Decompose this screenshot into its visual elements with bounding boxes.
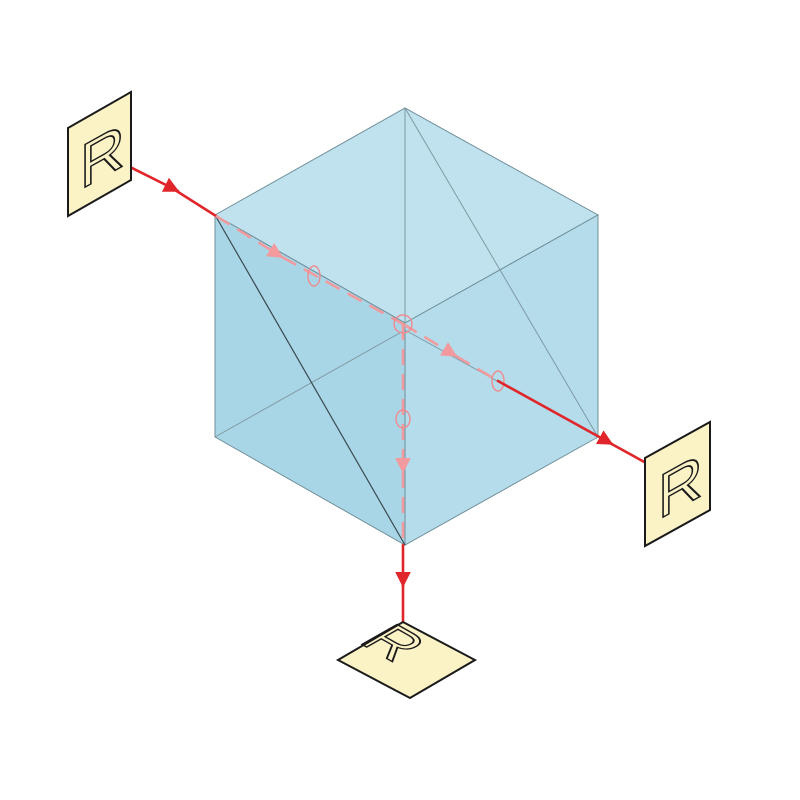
polarization-marker: [491, 370, 505, 392]
beamsplitter-cube: [213, 107, 600, 546]
incident-ray: [173, 188, 218, 218]
polarization-marker: [395, 409, 411, 429]
reflected-card: R: [335, 616, 478, 700]
input-card: R: [67, 90, 132, 218]
transmitted-ray: [496, 379, 614, 446]
input-card-panel: [67, 90, 132, 218]
internal-transmitted-ray: [402, 322, 458, 358]
internal-ray: [215, 214, 284, 259]
polarization-marker: [393, 314, 413, 334]
transmitted-card-panel: [644, 420, 711, 548]
transmitted-ray: [606, 440, 650, 466]
splitter-diagonal: [404, 107, 599, 438]
splitter-diagonal: [214, 214, 406, 546]
polarization-marker: [307, 265, 321, 287]
transmitted-card: R: [644, 420, 711, 548]
internal-transmitted-ray: [455, 354, 499, 383]
internal-ray: [281, 255, 404, 326]
reflected-card-panel: [335, 620, 478, 700]
cube-hidden-edge: [214, 329, 406, 438]
